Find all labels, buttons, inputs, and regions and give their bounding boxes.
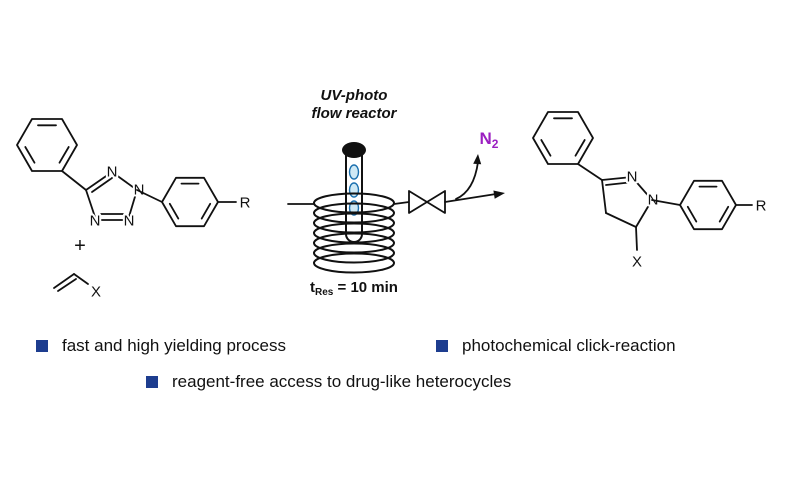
bullet-square-icon (36, 340, 48, 352)
aryl-ring (679, 179, 737, 231)
flow-reactor: UV-photo flow reactor (287, 87, 410, 298)
bullet-item: photochemical click-reaction (436, 336, 676, 356)
bullet-text: reagent-free access to drug-like heteroc… (172, 372, 512, 391)
x-group-label: X (632, 254, 642, 271)
valve-icon (408, 190, 428, 214)
n2-release-arrow (455, 161, 479, 200)
tetrazole-n1-label: N (107, 164, 118, 181)
tetrazole-reactant: N N N N R (16, 118, 253, 232)
reactor-coil-icon (313, 192, 395, 274)
x-group-label: X (91, 284, 101, 301)
lamp-cap-icon (342, 142, 366, 158)
pyrazoline-n2-label: N (627, 169, 638, 186)
aryl-ring (161, 176, 219, 228)
valve-icon (426, 190, 446, 214)
bullet-item: reagent-free access to drug-like heteroc… (146, 372, 511, 392)
tetrazole-n3-label: N (124, 213, 135, 230)
alkene-reactant: X (53, 273, 103, 303)
droplet-icon (348, 182, 360, 198)
phenyl-ring (16, 118, 78, 172)
plus-sign: + (74, 235, 86, 257)
reaction-scheme: N N N N R + X UV-photo flow reactor (16, 87, 769, 303)
r-group-label: R (756, 198, 767, 215)
bullet-square-icon (146, 376, 158, 388)
tetrazole-n4-label: N (90, 213, 101, 230)
bullet-square-icon (436, 340, 448, 352)
phenyl-ring (532, 111, 594, 165)
reaction-arrow: N2 (408, 129, 505, 214)
droplet-icon (348, 164, 360, 180)
pyrazoline-product: N N X R (532, 111, 769, 273)
reactor-label-line2: flow reactor (311, 105, 397, 122)
r-group-label: R (240, 195, 251, 212)
bullet-item: fast and high yielding process (36, 336, 286, 356)
bullet-text: photochemical click-reaction (462, 336, 676, 355)
bullet-text: fast and high yielding process (62, 336, 286, 355)
n2-gas-label: N2 (480, 129, 499, 151)
reactor-label-line1: UV-photo (321, 87, 388, 104)
residence-time-label: tRes = 10 min (310, 279, 398, 298)
